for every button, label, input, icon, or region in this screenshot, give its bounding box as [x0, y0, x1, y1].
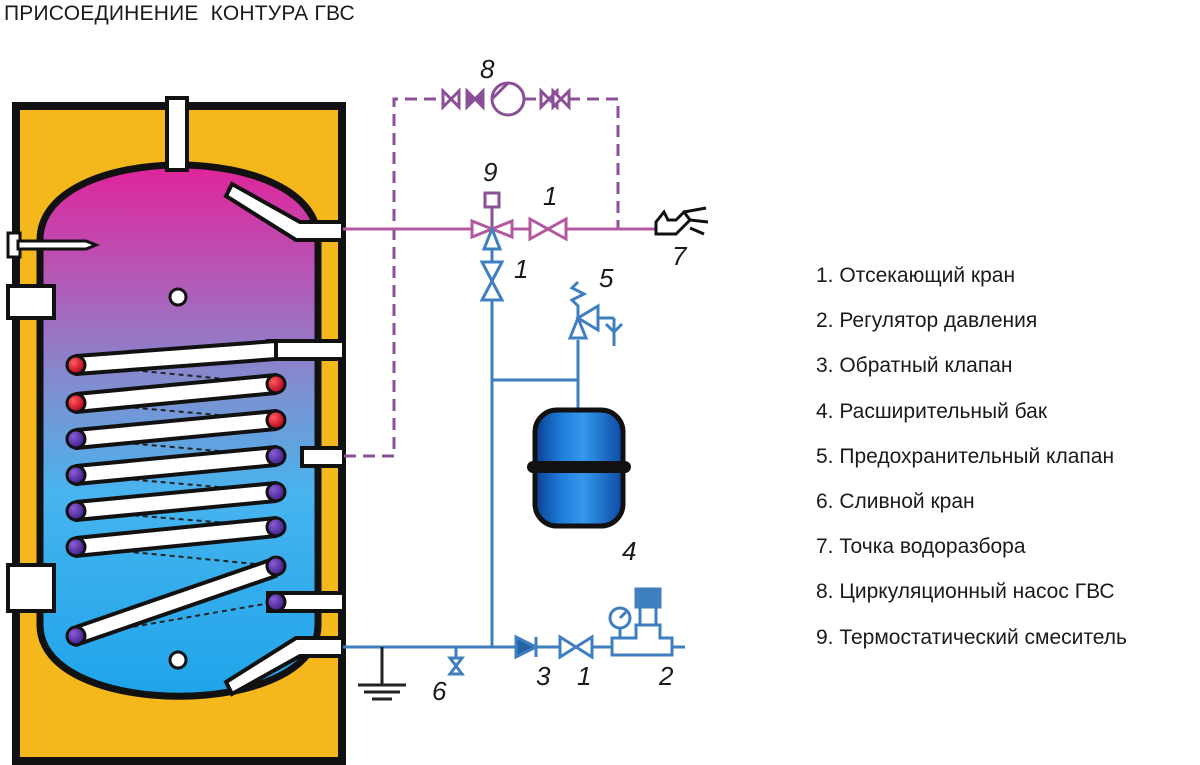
- legend-item: 4. Расширительный бак: [816, 399, 1048, 423]
- recirc-return-stub: [300, 446, 346, 468]
- side-fitting-lower: [6, 563, 56, 613]
- label-tap: 7: [672, 241, 688, 271]
- side-fitting-upper: [6, 284, 56, 320]
- hot-outlet-pipe: [223, 181, 345, 242]
- vertical-shutoff-valve: [479, 260, 505, 302]
- sensor-probe: [16, 239, 101, 251]
- label-drain: 6: [432, 676, 447, 706]
- label-check-valve: 3: [536, 661, 551, 691]
- legend-item: 6. Сливной кран: [816, 489, 975, 513]
- label-mixer: 9: [483, 157, 497, 187]
- pressure-regulator: [608, 587, 674, 657]
- legend-item: 3. Обратный клапан: [816, 354, 1013, 378]
- legend-item: 2. Регулятор давления: [816, 309, 1038, 333]
- label-valve-hot: 1: [543, 181, 557, 211]
- draw-off-tap: [654, 206, 709, 236]
- legend-item: 5. Предохранительный клапан: [816, 444, 1115, 468]
- label-safety-valve: 5: [599, 263, 614, 293]
- label-valve-vertical: 1: [514, 254, 528, 284]
- safety-valve: [567, 280, 624, 346]
- coil-inlet-stub: [266, 339, 346, 361]
- label-expansion-tank: 4: [622, 536, 636, 566]
- label-valve-cold: 1: [577, 661, 591, 691]
- page-title: ПРИСОЕДИНЕНИЕ КОНТУРА ГВС: [4, 2, 355, 25]
- legend: 1. Отсекающий кран 2. Регулятор давления…: [816, 253, 1200, 660]
- expansion-tank: [527, 407, 631, 529]
- legend-item: 9. Термостатический смеситель: [816, 625, 1127, 649]
- label-pressure-reg: 2: [658, 661, 674, 691]
- cold-water-line: [343, 247, 685, 649]
- legend-item: 8. Циркуляционный насос ГВС: [816, 580, 1115, 604]
- legend-item: 1. Отсекающий кран: [816, 264, 1016, 287]
- coil-ends: [65, 354, 287, 647]
- label-pump: 8: [480, 54, 495, 84]
- legend-item: 7. Точка водоразбора: [816, 535, 1026, 559]
- boiler: [6, 96, 346, 765]
- hot-shutoff-valve: [528, 216, 568, 242]
- circulation-pump: [441, 81, 571, 117]
- drain-valve: [447, 647, 465, 676]
- recirculation-line: [344, 97, 620, 458]
- cold-inlet-pipe: [223, 636, 345, 697]
- check-valve: [514, 634, 540, 660]
- sensor-port-upper: [168, 287, 188, 307]
- sensor-port-lower: [168, 650, 188, 670]
- cold-shutoff-valve: [558, 634, 594, 660]
- boiler-top-anode: [165, 96, 189, 172]
- ground-symbol: [358, 647, 406, 701]
- thermostatic-mixer: [470, 191, 514, 251]
